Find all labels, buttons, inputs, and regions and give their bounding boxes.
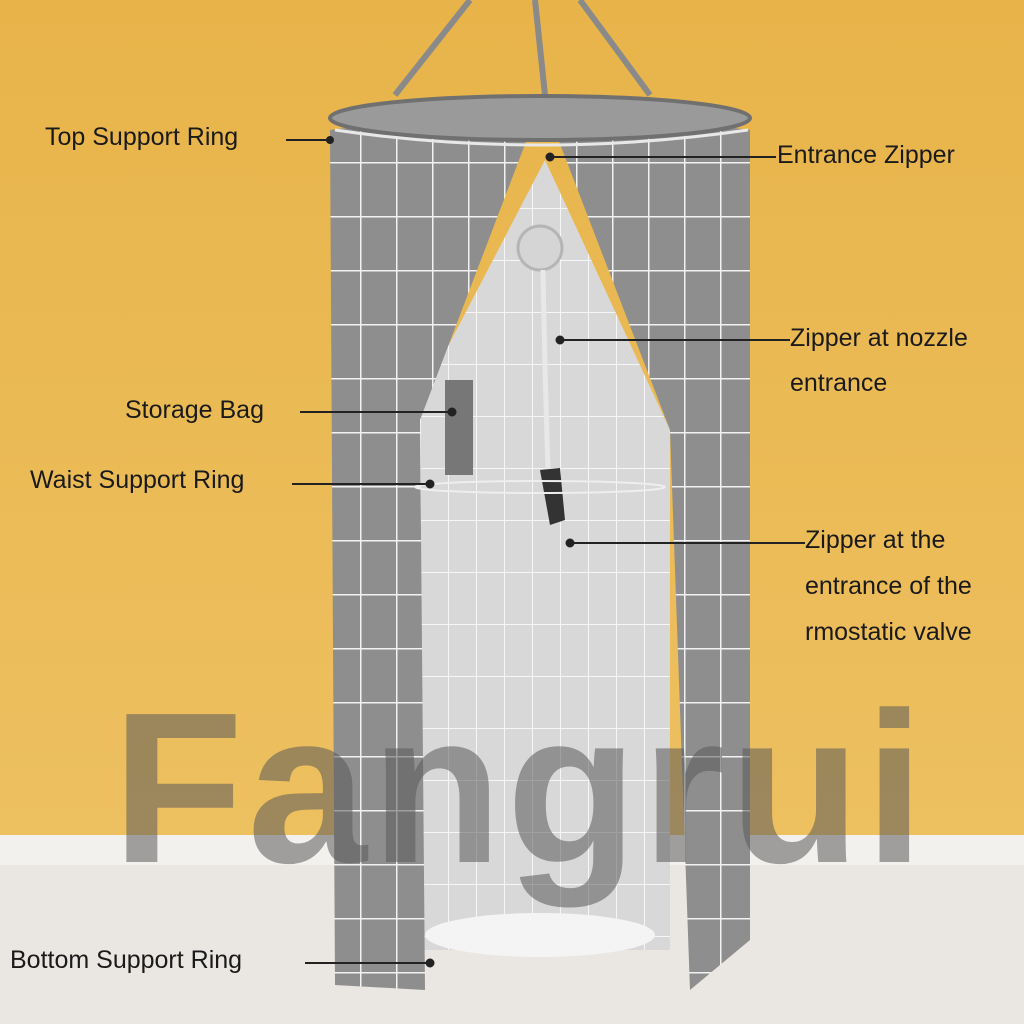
- label-valve-zipper-line1: Zipper at the: [805, 526, 946, 554]
- thermostatic-valve: [540, 468, 565, 525]
- watermark: Fangrui: [112, 667, 929, 908]
- label-waist-support-ring: Waist Support Ring: [30, 466, 245, 494]
- hanging-rope: [392, 0, 653, 97]
- inner-curtain: [420, 160, 670, 950]
- label-valve-zipper-line3: rmostatic valve: [805, 618, 972, 646]
- storage-bag: [445, 380, 473, 475]
- label-valve-zipper-line2: entrance of the: [805, 572, 972, 600]
- label-nozzle-zipper-line2: entrance: [790, 369, 888, 397]
- label-entrance-zipper: Entrance Zipper: [777, 141, 955, 169]
- right-curtain: [545, 105, 750, 990]
- label-bottom-support-ring: Bottom Support Ring: [10, 946, 243, 974]
- label-top-support-ring: Top Support Ring: [45, 123, 239, 151]
- top-support-ring: [328, 94, 752, 142]
- shower-head: [516, 224, 564, 272]
- label-nozzle-zipper-line1: Zipper at nozzle: [790, 324, 968, 352]
- left-curtain: [330, 105, 540, 990]
- label-storage-bag: Storage Bag: [125, 396, 264, 424]
